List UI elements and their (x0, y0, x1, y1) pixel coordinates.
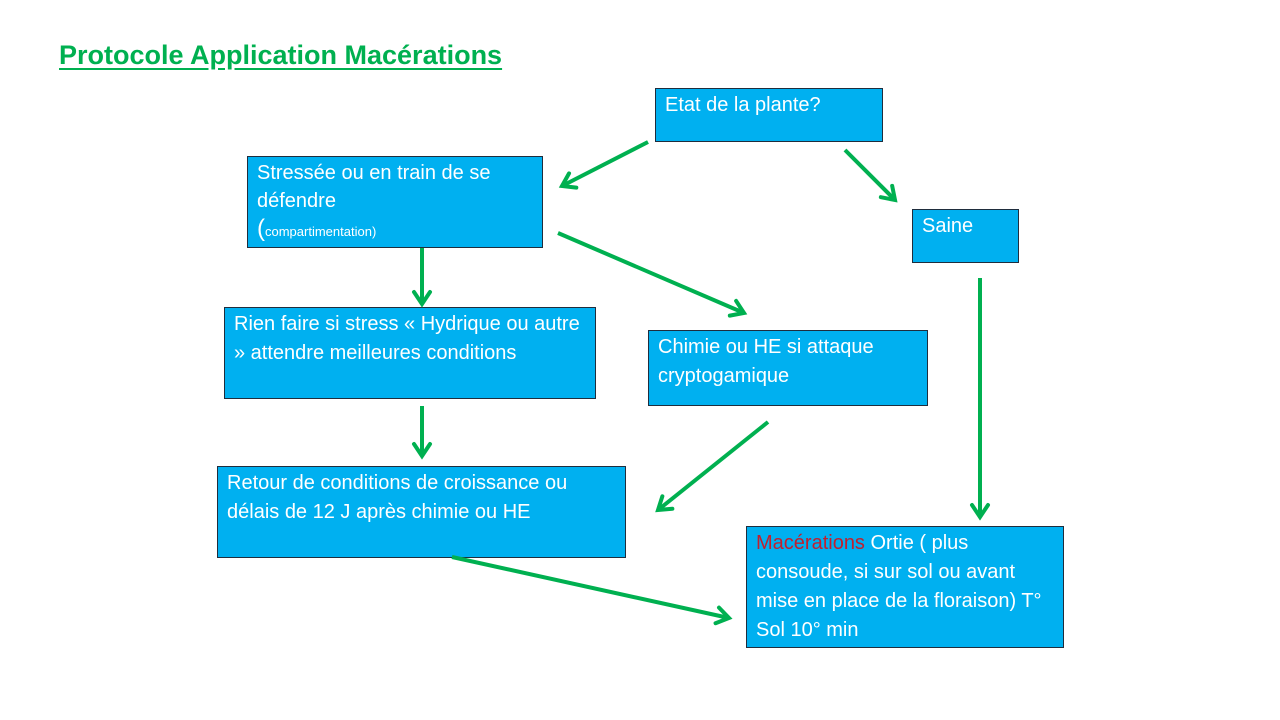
arrow-retour-to-macerations (451, 555, 733, 626)
arrow-chimie-to-retour (655, 420, 770, 513)
page-title: Protocole Application Macérations (59, 40, 503, 70)
arrow-etat-to-stressee (558, 140, 649, 190)
node-label: Stressée ou en train de se défendre (257, 162, 491, 212)
node-label: Saine (922, 215, 974, 237)
node-etat-plante: Etat de la plante? (655, 88, 883, 142)
node-rien-faire: Rien faire si stress « Hydrique ou autre… (224, 307, 596, 399)
node-label: Rien faire si stress « Hydrique ou autre… (234, 313, 580, 364)
node-note: compartimentation) (265, 224, 377, 239)
node-label: Etat de la plante? (665, 94, 821, 116)
node-saine: Saine (912, 209, 1019, 263)
node-retour: Retour de conditions de croissance ou dé… (217, 466, 626, 558)
node-paren: ( (257, 215, 265, 242)
node-chimie: Chimie ou HE si attaque cryptogamique (648, 330, 928, 406)
node-label: Retour de conditions de croissance ou dé… (227, 472, 568, 523)
arrow-etat-to-saine (843, 148, 898, 203)
node-stressee: Stressée ou en train de se défendre (comp… (247, 156, 543, 248)
node-macerations: Macérations Ortie ( plus consoude, si su… (746, 526, 1064, 648)
node-highlight: Macérations (756, 532, 865, 554)
node-label: Ortie ( plus consoude, si sur sol ou ava… (756, 532, 1042, 641)
node-label: Chimie ou HE si attaque cryptogamique (658, 336, 874, 387)
arrow-stressee-to-chimie (557, 231, 748, 318)
